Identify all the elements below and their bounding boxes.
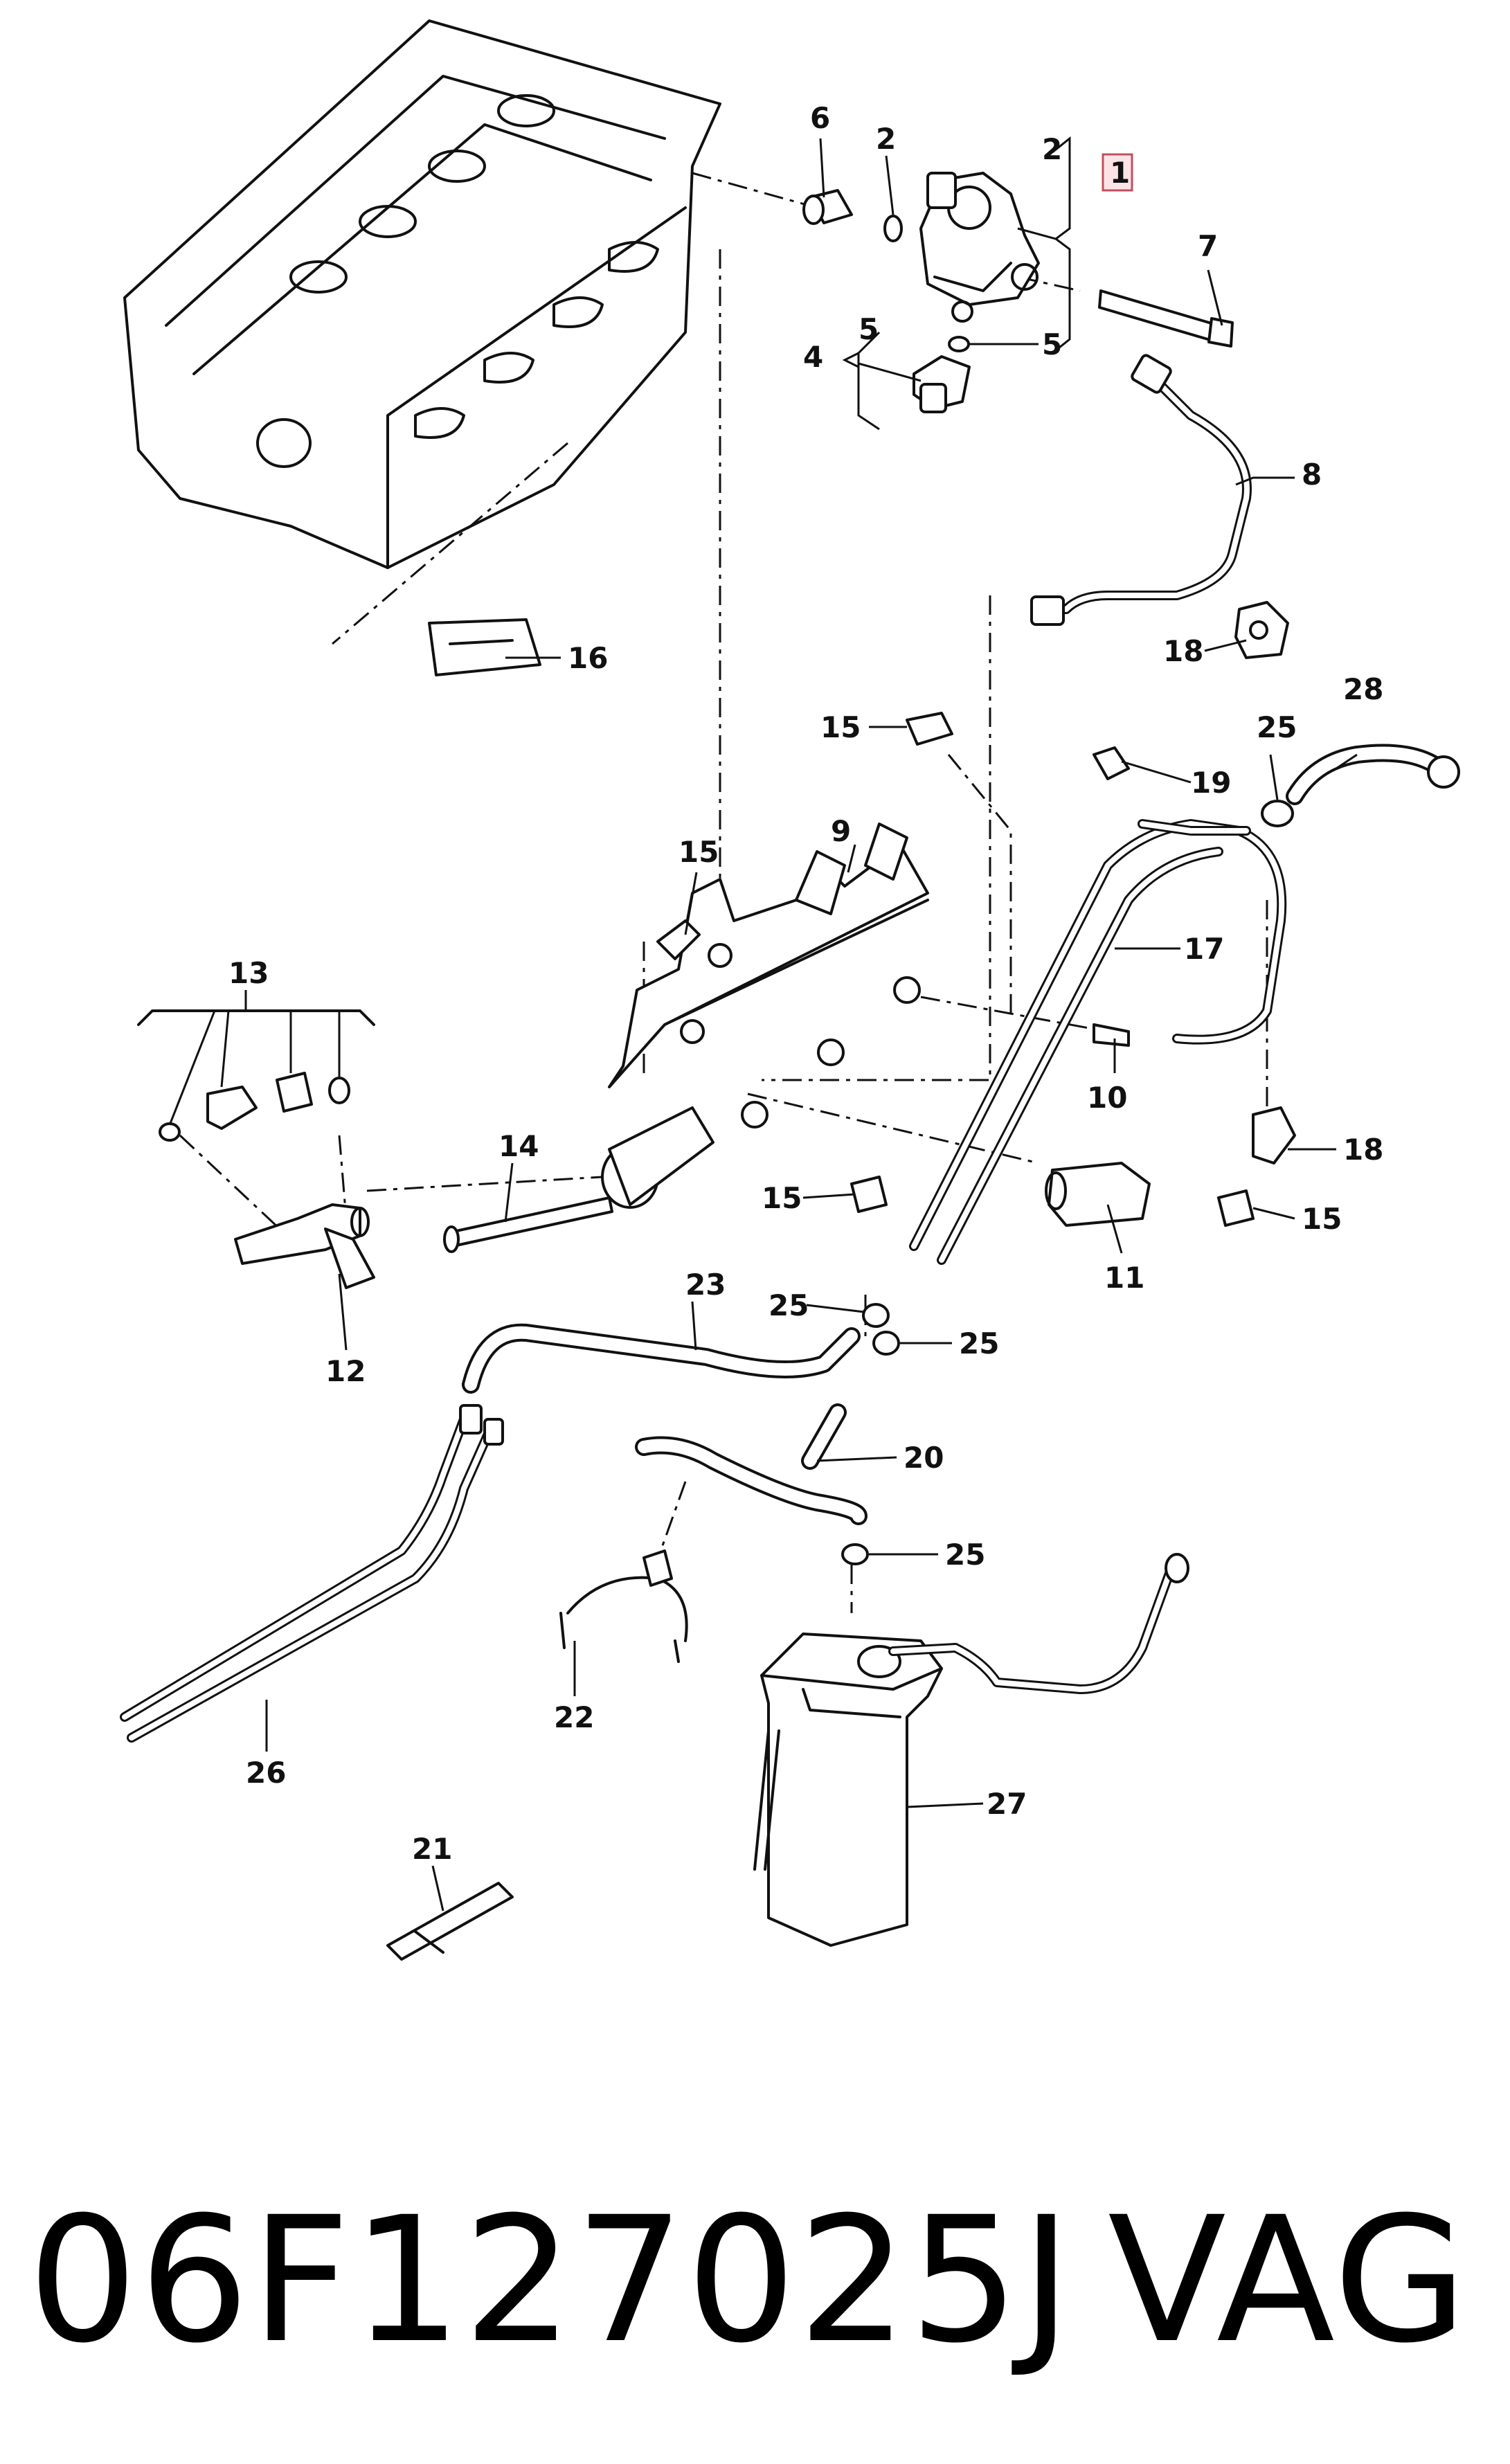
cylinder-head — [123, 19, 721, 569]
screw-15-mid — [850, 1176, 888, 1213]
label-22: 22 — [554, 1700, 594, 1734]
label-23: 23 — [685, 1268, 726, 1302]
gasket-16 — [428, 618, 541, 676]
pipe-17 — [909, 819, 1287, 1265]
fitting-10 — [1093, 1023, 1130, 1047]
label-25-b: 25 — [959, 1327, 999, 1360]
bracket-22 — [559, 1549, 688, 1663]
injector-parts-13 — [137, 1009, 375, 1142]
fuel-rail-9 — [601, 822, 929, 1209]
label-16: 16 — [568, 641, 608, 675]
part-number-caption: 06F127025J — [28, 2179, 1073, 2381]
label-6: 6 — [810, 101, 830, 135]
label-9: 9 — [831, 814, 851, 848]
bush-and-oring — [802, 189, 903, 242]
label-15-mid: 15 — [762, 1181, 802, 1215]
label-15-rail: 15 — [678, 835, 719, 869]
leader-lines — [168, 136, 1358, 1912]
screw-15-right — [1217, 1189, 1255, 1227]
label-28: 28 — [1343, 672, 1383, 706]
label-15-top: 15 — [820, 710, 861, 744]
screw-15-rail — [656, 919, 701, 960]
pressure-sender-4 — [913, 336, 971, 413]
label-1: 1 — [1110, 156, 1130, 190]
label-21: 21 — [412, 1832, 452, 1866]
clamp-25-top — [1261, 800, 1294, 827]
label-25-top: 25 — [1257, 710, 1297, 744]
label-5-lower: 5 — [1042, 327, 1062, 361]
fitting-19 — [1093, 746, 1130, 780]
hose-20 — [635, 1403, 868, 1525]
label-4: 4 — [803, 340, 823, 374]
clamp-25-a — [862, 1303, 890, 1328]
label-2-pump: 2 — [1042, 132, 1062, 166]
clamp-25-b — [872, 1331, 900, 1356]
label-27: 27 — [987, 1787, 1027, 1821]
label-2-oring: 2 — [876, 122, 896, 156]
label-5-upper: 5 — [859, 312, 879, 346]
brand-caption: VAG — [1108, 2179, 1468, 2381]
clamp-25-c — [841, 1543, 869, 1565]
sensor-11 — [1045, 1162, 1151, 1227]
label-10: 10 — [1087, 1081, 1127, 1115]
label-15-right: 15 — [1302, 1202, 1342, 1236]
pipe-26 — [120, 1404, 504, 1743]
label-12: 12 — [325, 1354, 366, 1388]
label-11: 11 — [1104, 1261, 1144, 1295]
fuel-pump — [919, 172, 1040, 323]
label-18-top: 18 — [1163, 634, 1203, 668]
label-7: 7 — [1198, 229, 1218, 263]
bracket-18-top — [1234, 601, 1289, 659]
label-26: 26 — [246, 1756, 286, 1790]
label-25-a: 25 — [769, 1288, 809, 1322]
label-8: 8 — [1302, 458, 1322, 492]
bolt-7 — [1098, 289, 1234, 348]
hose-28 — [1286, 744, 1460, 805]
injector-12 — [234, 1203, 375, 1289]
hp-pipe-8 — [1030, 354, 1252, 626]
canister-27 — [753, 1553, 1189, 1947]
label-20: 20 — [904, 1441, 944, 1475]
part-1-highlight — [1102, 153, 1133, 192]
callout-labels: 1 2 2 6 7 5 4 5 8 18 16 28 15 25 19 9 15… — [228, 101, 1383, 1866]
label-19: 19 — [1191, 766, 1231, 800]
clip-21 — [386, 1882, 514, 1961]
hose-23 — [462, 1323, 861, 1394]
label-14: 14 — [498, 1129, 539, 1163]
label-18-bottom: 18 — [1343, 1133, 1383, 1167]
bolt-14 — [443, 1196, 613, 1253]
label-17: 17 — [1184, 932, 1224, 966]
screw-15-top — [906, 712, 953, 746]
label-13: 13 — [228, 956, 269, 990]
label-25-c: 25 — [945, 1538, 985, 1572]
bracket-18-bottom — [1252, 1106, 1296, 1164]
